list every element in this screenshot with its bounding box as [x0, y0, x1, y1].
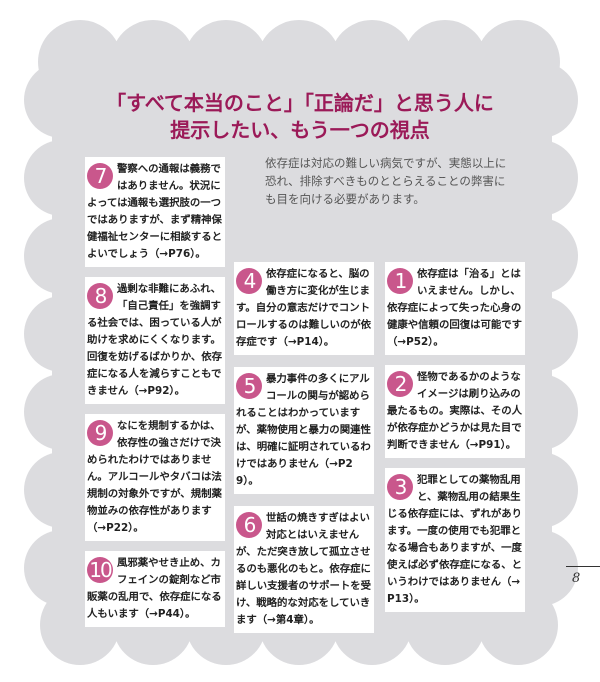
- point-text: 依存症は「治る」とはいえません。しかし、依存症によって失った心身の健康や信頼の回…: [387, 268, 523, 348]
- number-badge: 9: [87, 420, 113, 446]
- number-badge: 3: [387, 474, 413, 500]
- point-text: 怪物であるかのようなイメージは刷り込みの最たるもの。実際は、その人が依存症かどう…: [387, 371, 523, 451]
- point-text: 世話の焼きすぎはよい対応とはいえませんが、ただ突き放して孤立させるのも悪化のもと…: [236, 512, 372, 626]
- number-badge: 8: [87, 283, 113, 309]
- point-text: 警察への通報は義務ではありません。状況によっては通報も選択肢の一つではありますが…: [87, 163, 223, 260]
- page-number-rule: [566, 566, 600, 567]
- page-number: 8: [572, 571, 581, 586]
- number-badge: 5: [236, 373, 262, 399]
- point-text: 風邪薬やせき止め、カフェインの錠剤など市販薬の乱用で、依存症になる人もいます（→…: [87, 557, 222, 620]
- cloud-bump: [184, 20, 268, 104]
- number-badge: 7: [87, 163, 113, 189]
- point-text: 過剰な非難にあふれ、「自己責任」を強調する社会では、困っている人が助けを求めにく…: [87, 283, 223, 397]
- point-text: 暴力事件の多くにアルコールの関与が認められることはわかっていますが、薬物使用と暴…: [236, 373, 371, 487]
- point-text: 犯罪としての薬物乱用と、薬物乱用の結果生じる依存症には、ずれがあります。一度の使…: [387, 474, 523, 605]
- cloud-bump: [24, 62, 100, 138]
- number-badge: 6: [236, 512, 262, 538]
- cloud-bump: [257, 20, 341, 104]
- cloud-bump: [111, 20, 195, 104]
- number-badge: 10: [87, 557, 113, 583]
- number-badge: 4: [236, 268, 262, 294]
- intro-text: 依存症は対応の難しい病気ですが、実態以上に恐れ、排除すべきものととらえることの弊…: [265, 156, 507, 206]
- cloud-bump: [330, 20, 414, 104]
- title-line-1: 「すべて本当のこと」「正論だ」と思う人に: [106, 91, 494, 115]
- point-text: 依存症になると、脳の働き方に変化が生じます。自分の意志だけでコントロールするのは…: [236, 268, 372, 348]
- number-badge: 1: [387, 268, 413, 294]
- page-title: 「すべて本当のこと」「正論だ」と思う人に 提示したい、もう一つの視点: [60, 90, 540, 144]
- point-text: なにを規制するかは、依存性の強さだけで決められたわけではありません。アルコールや…: [87, 420, 222, 534]
- number-badge: 2: [387, 371, 413, 397]
- cloud-bump: [403, 20, 487, 104]
- cloud-bump: [502, 62, 578, 138]
- title-line-2: 提示したい、もう一つの視点: [170, 118, 430, 142]
- cloud-bump: [502, 140, 578, 216]
